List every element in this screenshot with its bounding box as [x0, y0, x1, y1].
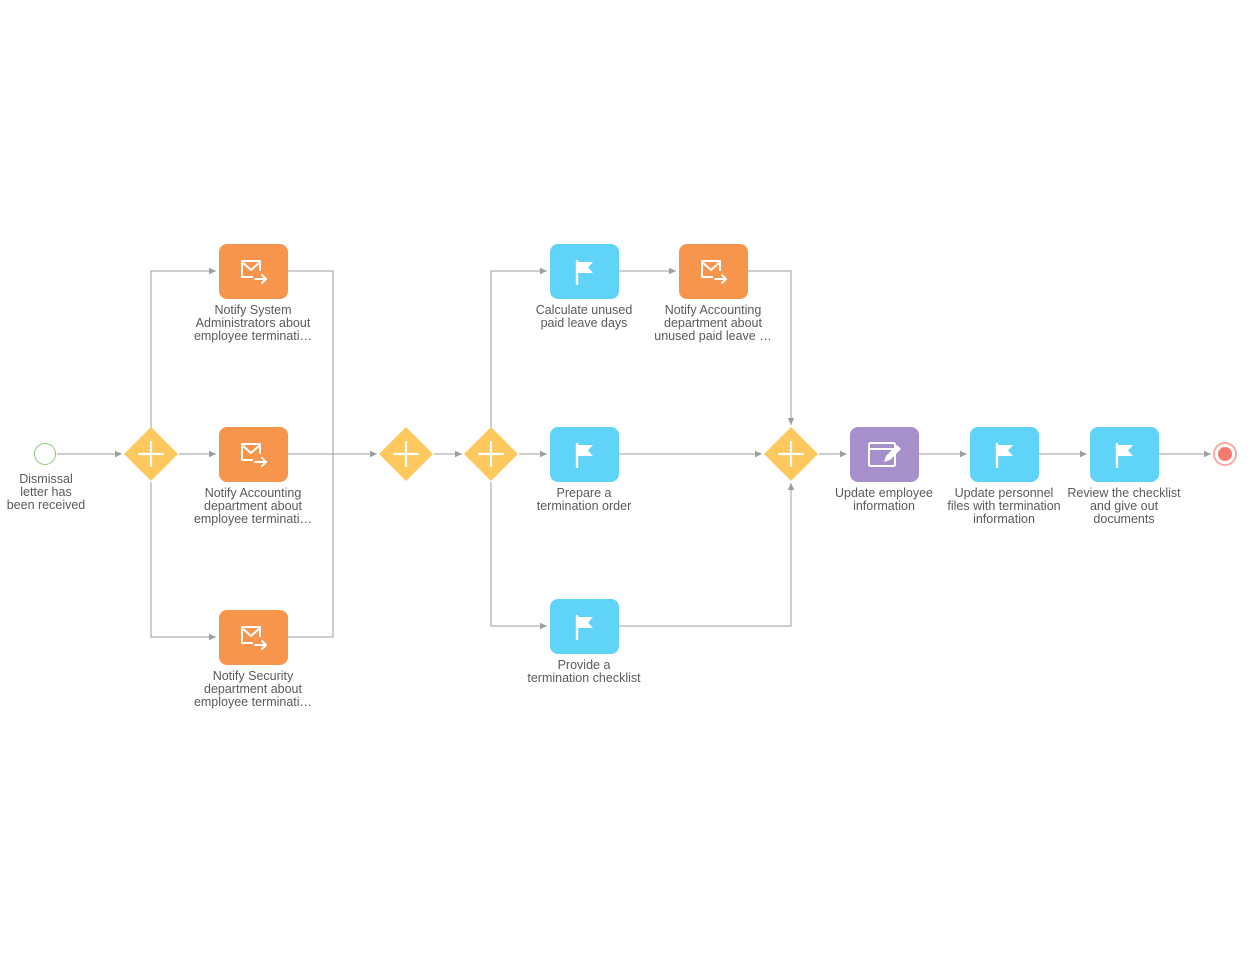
task-update-employee[interactable]: [850, 427, 919, 482]
flag-icon: [575, 614, 593, 640]
flow-split-to-security: [150, 482, 216, 641]
task-notify-accounting-leave-label: Notify Accounting department about unuse…: [654, 303, 772, 343]
task-provide-checklist[interactable]: [550, 599, 619, 654]
flow-checklist-to-join2: [619, 483, 795, 627]
task-review-checklist-label: Review the checklist and give out docume…: [1067, 486, 1181, 526]
edit-page-icon: [867, 441, 901, 467]
flow-notify-to-join2: [748, 270, 795, 425]
task-update-files-label: Update personnel files with termination …: [947, 486, 1061, 526]
flow-sysadmins-to-join: [288, 270, 334, 454]
task-calc-leave[interactable]: [550, 244, 619, 299]
task-update-files[interactable]: [970, 427, 1039, 482]
task-provide-checklist-label: Provide a termination checklist: [527, 658, 641, 685]
email-send-icon: [240, 442, 267, 467]
parallel-split-gateway[interactable]: [123, 426, 179, 482]
end-event-dot: [1218, 447, 1232, 461]
start-event[interactable]: [34, 443, 56, 465]
flow-security-to-join: [288, 454, 334, 638]
flag-icon: [1115, 442, 1133, 468]
task-notify-accounting[interactable]: [219, 427, 288, 482]
task-notify-accounting-label: Notify Accounting department about emplo…: [193, 486, 313, 526]
end-event[interactable]: [1213, 442, 1237, 466]
task-notify-security[interactable]: [219, 610, 288, 665]
task-prepare-order-label: Prepare a termination order: [536, 486, 632, 513]
task-notify-sysadmins[interactable]: [219, 244, 288, 299]
flag-icon: [575, 259, 593, 285]
task-notify-security-label: Notify Security department about employe…: [193, 669, 313, 709]
flag-icon: [995, 442, 1013, 468]
task-notify-sysadmins-label: Notify System Administrators about emplo…: [193, 303, 313, 343]
flag-icon: [575, 442, 593, 468]
flow-split-to-sysadmins: [150, 267, 216, 428]
parallel-gateway-icon: [379, 427, 433, 481]
parallel-join-gateway-2[interactable]: [763, 426, 819, 482]
flow-split2-to-checklist: [490, 482, 547, 630]
email-send-icon: [240, 625, 267, 650]
task-calc-leave-label: Calculate unused paid leave days: [535, 303, 633, 330]
task-review-checklist[interactable]: [1090, 427, 1159, 482]
parallel-gateway-icon: [464, 427, 518, 481]
parallel-join-gateway[interactable]: [378, 426, 434, 482]
start-event-label: Dismissal letter has been received: [6, 472, 86, 512]
parallel-split-gateway-2[interactable]: [463, 426, 519, 482]
parallel-gateway-icon: [124, 427, 178, 481]
task-update-employee-label: Update employee information: [835, 486, 933, 513]
task-notify-accounting-leave[interactable]: [679, 244, 748, 299]
parallel-gateway-icon: [764, 427, 818, 481]
email-send-icon: [240, 259, 267, 284]
task-prepare-order[interactable]: [550, 427, 619, 482]
email-send-icon: [700, 259, 727, 284]
flow-split2-to-calc: [490, 267, 547, 428]
